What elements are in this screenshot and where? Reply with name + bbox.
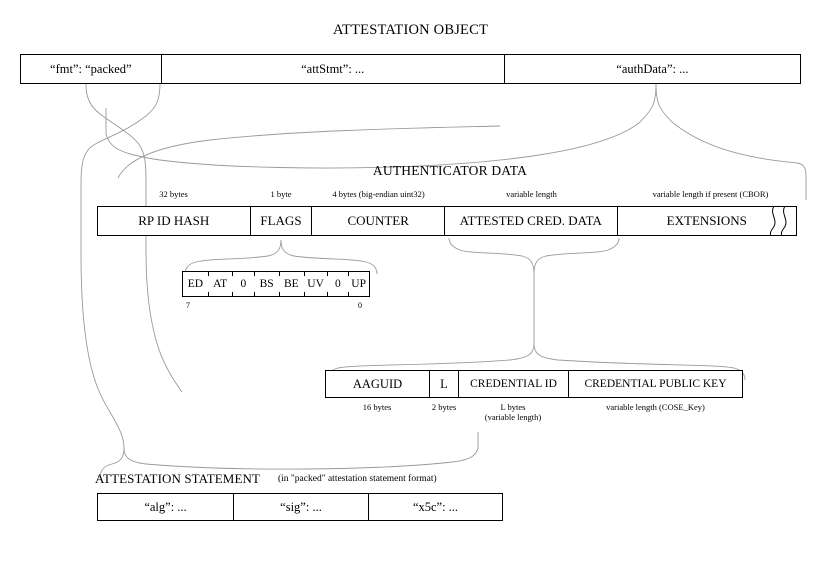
attestation-object-row: “fmt”: “packed” “attStmt”: ... “authData…: [20, 54, 801, 84]
size-extensions: variable length if present (CBOR): [652, 189, 769, 199]
brace-acd-left: [448, 237, 535, 275]
flag-bit-at[interactable]: AT: [207, 272, 233, 296]
brace-authdata-right: [655, 83, 798, 164]
size-counter: 4 bytes (big-endian uint32): [332, 189, 425, 199]
field-sig[interactable]: “sig”: ...: [234, 494, 369, 520]
brace-flags-right: [280, 239, 378, 275]
attestation-statement-row: “alg”: ... “sig”: ... “x5c”: ...: [97, 493, 503, 521]
authenticator-data-row: RP ID HASH FLAGS COUNTER ATTESTED CRED. …: [97, 206, 797, 236]
size-attested-cred-data: variable length: [506, 189, 557, 199]
brace-attstmt-right: [123, 432, 479, 470]
field-alg[interactable]: “alg”: ...: [98, 494, 234, 520]
field-l[interactable]: L: [430, 371, 459, 397]
flag-bit-zero-upper[interactable]: 0: [232, 272, 254, 296]
flags-msb-index: 7: [186, 301, 190, 310]
flag-bit-zero-lower[interactable]: 0: [327, 272, 348, 296]
brace-authdata-left-tail: [105, 108, 421, 169]
break-squiggle-icon: [769, 206, 787, 236]
size-credential-id-secondary: (variable length): [484, 412, 542, 422]
flag-bit-bs[interactable]: BS: [254, 272, 279, 296]
size-credential-id: L bytes: [500, 402, 526, 412]
brace-acd-right: [533, 237, 620, 275]
size-credential-public-key: variable length (COSE_Key): [606, 402, 705, 412]
authenticator-data-title: AUTHENTICATOR DATA: [372, 163, 528, 178]
field-authdata[interactable]: “authData”: ...: [616, 61, 689, 76]
attestation-statement-title: ATTESTATION STATEMENT: [95, 471, 261, 486]
size-l: 2 bytes: [431, 402, 457, 412]
brace-fmt-outer-lower: [145, 249, 183, 393]
flag-bit-up[interactable]: UP: [348, 272, 369, 296]
field-credential-public-key[interactable]: CREDENTIAL PUBLIC KEY: [584, 378, 727, 390]
field-rp-id-hash[interactable]: RP ID HASH: [98, 207, 251, 235]
brace-attstmt-mid: [80, 254, 125, 449]
attested-credential-data-row: AAGUID L CREDENTIAL ID CREDENTIAL PUBLIC…: [325, 370, 743, 398]
brace-flags-left: [184, 239, 282, 275]
page-title: ATTESTATION OBJECT: [332, 22, 489, 38]
flag-bit-uv[interactable]: UV: [303, 272, 328, 296]
field-attstmt[interactable]: “attStmt”: ...: [162, 55, 505, 83]
field-counter[interactable]: COUNTER: [312, 207, 446, 235]
attestation-statement-note: (in "packed" attestation statement forma…: [278, 474, 437, 484]
size-rp-id-hash: 32 bytes: [159, 189, 188, 199]
field-attested-cred-data[interactable]: ATTESTED CRED. DATA: [445, 207, 618, 235]
field-credential-id[interactable]: CREDENTIAL ID: [459, 371, 569, 397]
size-aaguid: 16 bytes: [362, 402, 392, 412]
flag-bit-ed[interactable]: ED: [187, 278, 204, 290]
brace-authdata-left: [419, 83, 657, 167]
flag-bit-be[interactable]: BE: [278, 272, 304, 296]
flags-byte-row: ED AT 0 BS BE UV 0 UP: [182, 271, 370, 297]
field-flags[interactable]: FLAGS: [251, 207, 313, 235]
field-extensions[interactable]: EXTENSIONS: [666, 213, 747, 228]
field-x5c[interactable]: “x5c”: ...: [412, 499, 459, 514]
flags-lsb-index: 0: [358, 301, 362, 310]
field-aaguid[interactable]: AAGUID: [326, 371, 430, 397]
field-fmt[interactable]: “fmt”: “packed”: [21, 55, 162, 83]
size-flags: 1 byte: [270, 189, 292, 199]
